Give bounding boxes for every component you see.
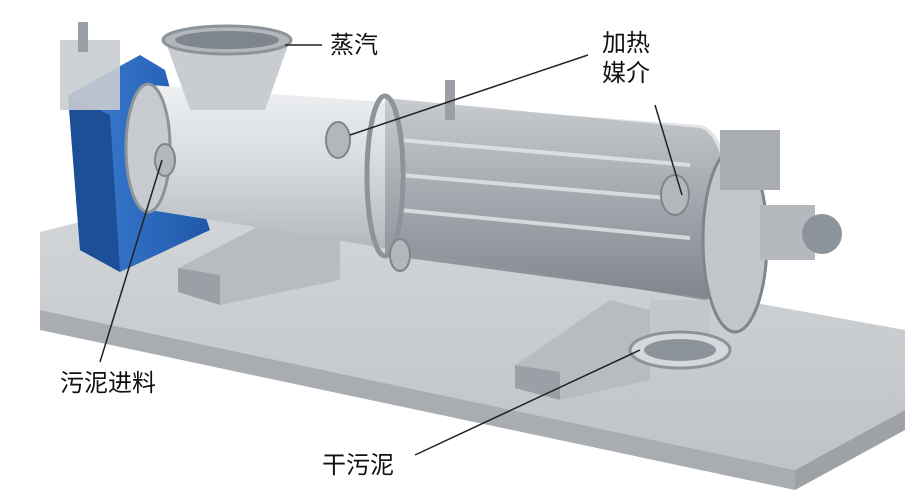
heating-medium-flange xyxy=(660,174,690,216)
leader-heating-medium xyxy=(349,54,589,136)
label-sludge-feed: 污泥进料 xyxy=(60,369,156,397)
steam-nozzle xyxy=(161,24,293,110)
dry-sludge-outlet xyxy=(628,300,732,370)
cutaway-interior xyxy=(364,93,730,298)
label-dry-sludge: 干污泥 xyxy=(322,451,394,479)
leader-lines xyxy=(99,44,683,456)
support-saddle-right xyxy=(515,300,650,400)
label-heating-medium-line2: 媒介 xyxy=(602,59,650,87)
end-cap-right xyxy=(701,130,842,334)
label-heating-medium: 加热 媒介 xyxy=(602,28,650,88)
label-steam: 蒸汽 xyxy=(330,31,378,59)
leader-sludge-feed xyxy=(99,159,163,363)
leader-dry-sludge xyxy=(414,349,641,456)
label-heating-medium-line1: 加热 xyxy=(602,29,650,57)
leader-heating-medium-2 xyxy=(654,104,683,196)
